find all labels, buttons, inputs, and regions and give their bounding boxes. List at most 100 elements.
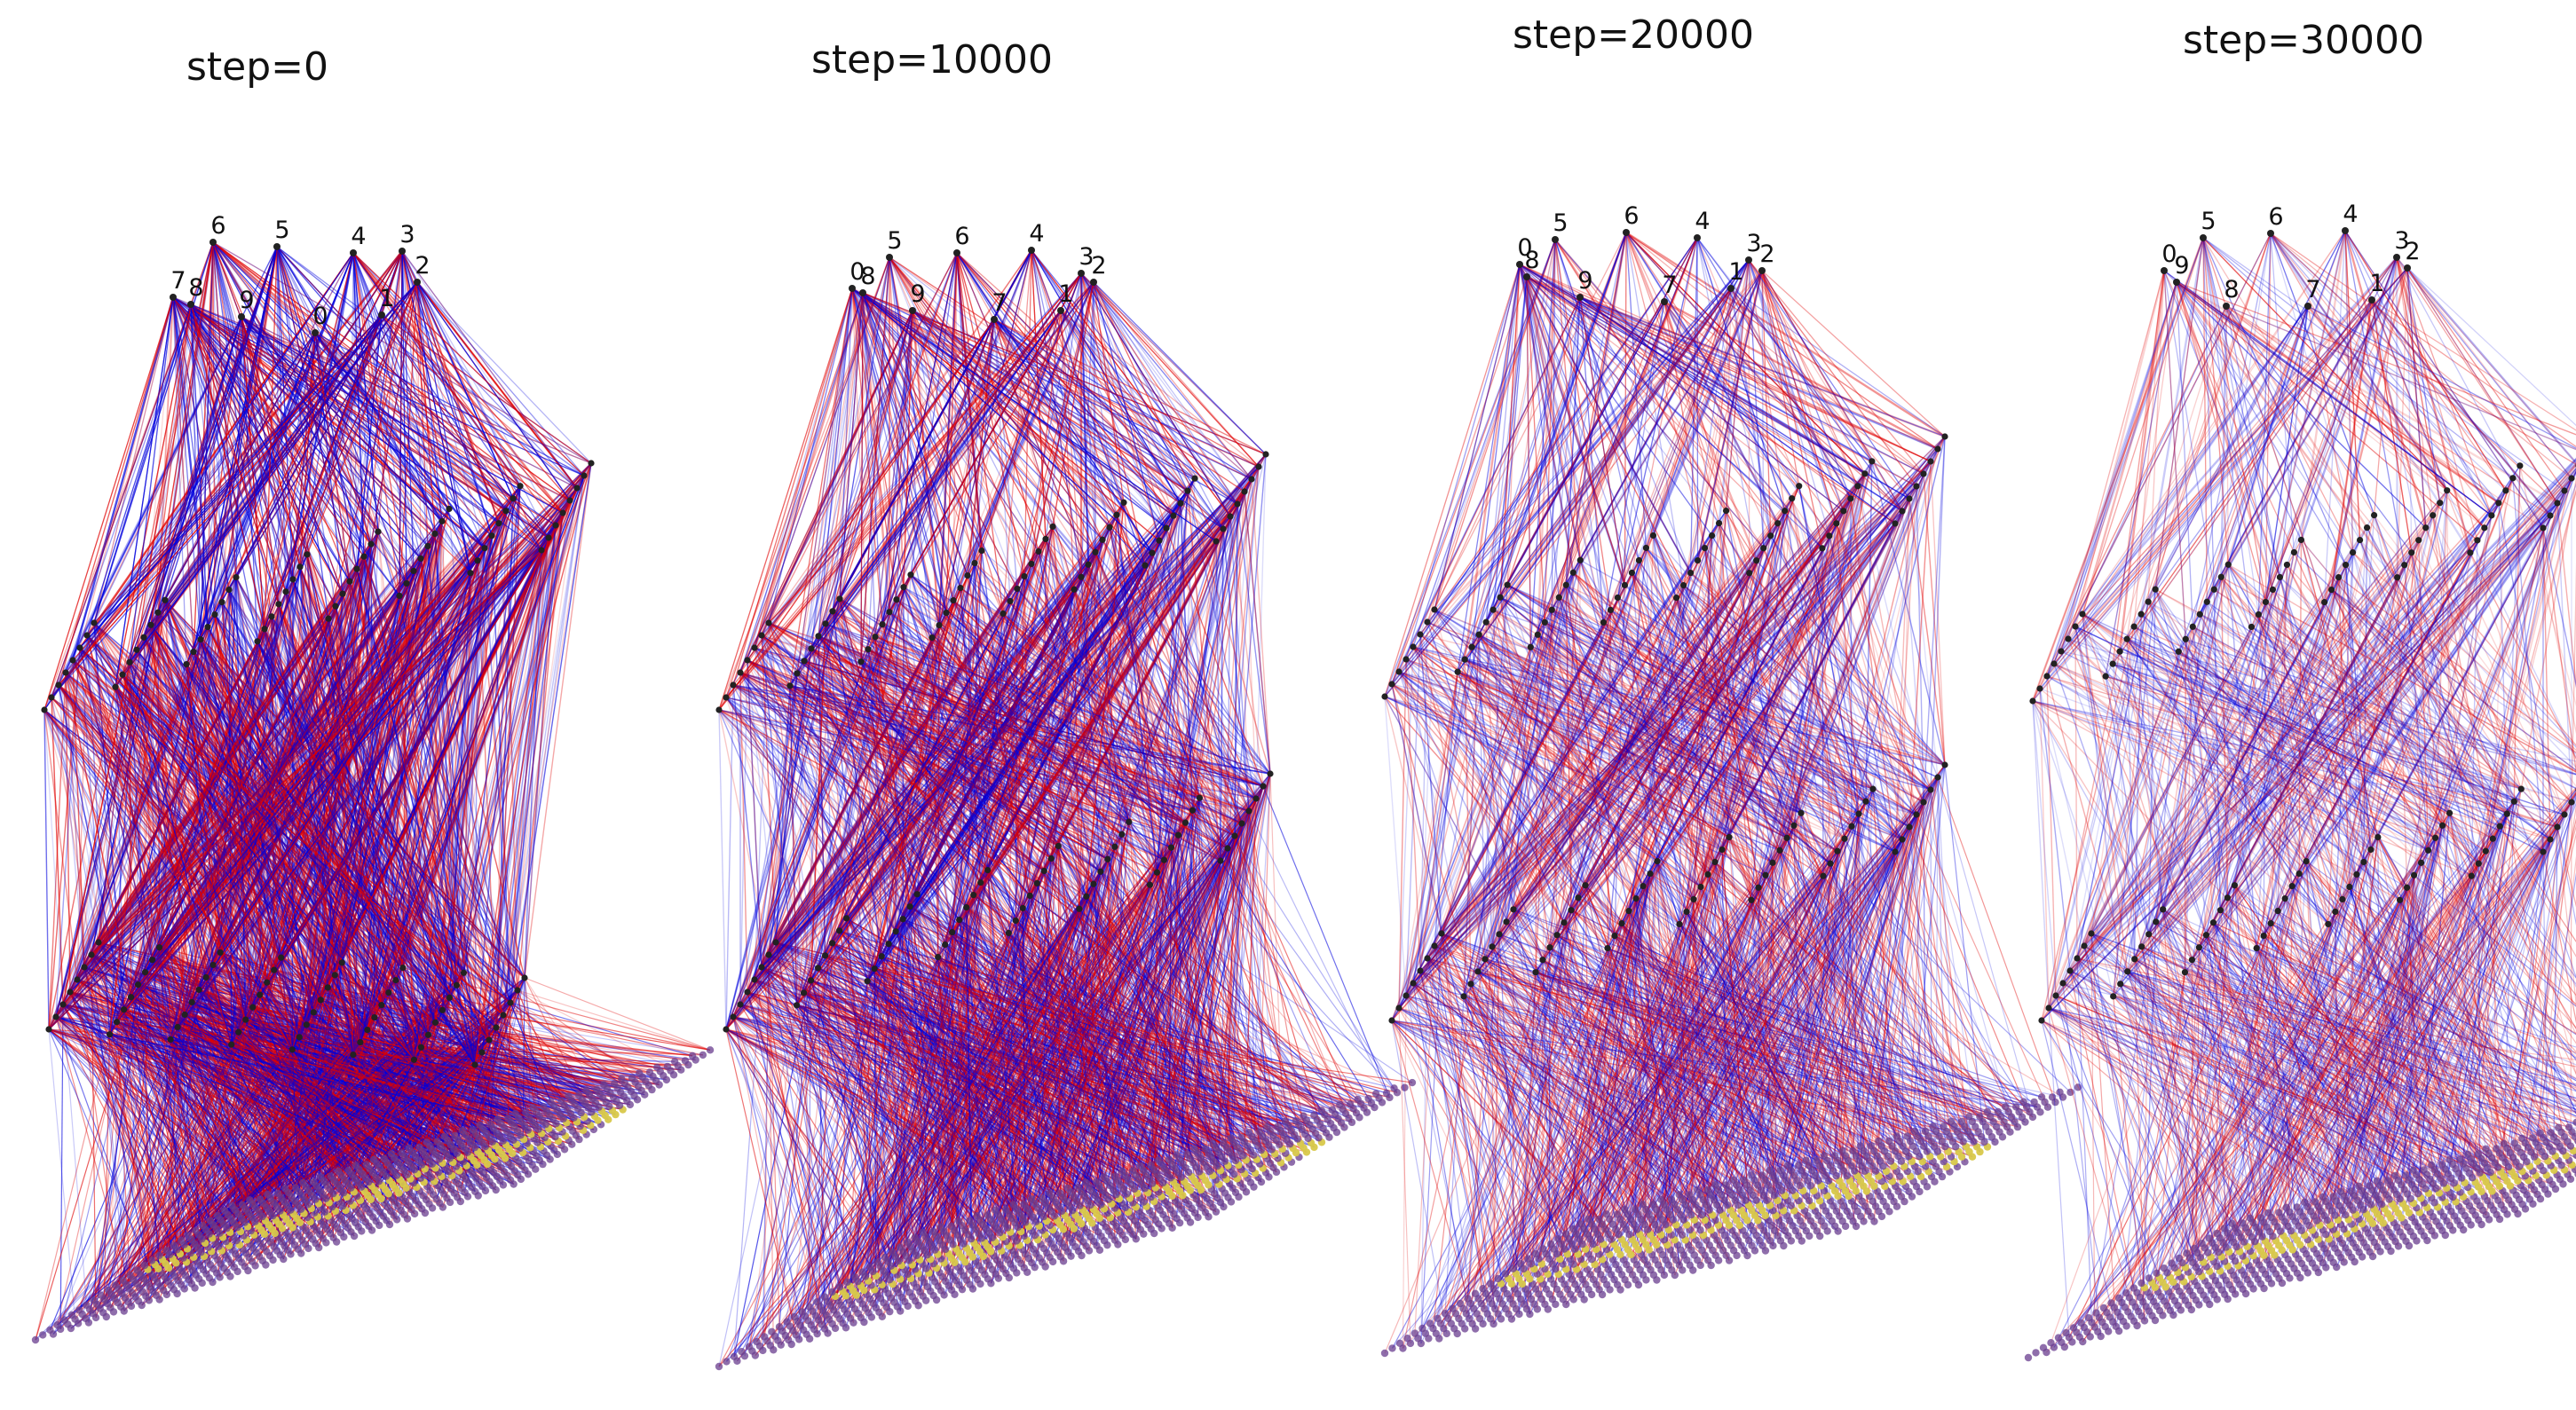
input-node: [458, 1127, 466, 1135]
input-node: [423, 1138, 431, 1146]
hidden-node: [424, 542, 431, 550]
hidden-node: [507, 999, 514, 1006]
hidden-node: [521, 974, 528, 981]
panel-title: step=10000: [811, 37, 1053, 83]
hidden-node: [195, 986, 202, 994]
hidden-node: [190, 648, 197, 656]
input-node: [653, 1063, 661, 1072]
input-node: [185, 1232, 193, 1240]
edge: [266, 981, 628, 1101]
input-node: [140, 1261, 149, 1270]
hidden-node: [514, 987, 521, 994]
hidden-node: [346, 578, 353, 585]
input-node: [119, 1276, 127, 1285]
output-label: 6: [210, 212, 225, 240]
input-node: [387, 1150, 396, 1158]
hidden-node: [493, 1024, 500, 1031]
hidden-node: [74, 976, 81, 983]
input-node: [213, 1211, 222, 1220]
hidden-node: [431, 1019, 439, 1026]
edge: [510, 1002, 693, 1057]
hidden-node: [204, 623, 211, 631]
hidden-node: [478, 1049, 486, 1056]
hidden-node: [396, 592, 403, 600]
edge: [91, 954, 196, 1232]
edge: [517, 989, 668, 1067]
hidden-node: [566, 497, 573, 504]
edge: [170, 989, 200, 1286]
hidden-node: [264, 979, 271, 986]
edge: [49, 1027, 178, 1331]
hidden-node: [495, 520, 502, 527]
input-node: [352, 1162, 360, 1170]
hidden-node: [67, 989, 74, 996]
input-node: [264, 1190, 272, 1199]
hidden-node: [183, 660, 190, 668]
edge: [170, 1039, 195, 1244]
hidden-node: [282, 588, 289, 595]
hidden-node: [332, 603, 339, 610]
input-node: [699, 1051, 707, 1059]
edge: [83, 966, 193, 1284]
input-node: [299, 1178, 307, 1187]
hidden-node: [83, 632, 91, 639]
hidden-node: [217, 949, 224, 957]
hidden-node: [278, 954, 285, 961]
input-node: [39, 1331, 47, 1339]
hidden-node: [303, 1021, 310, 1028]
hidden-node: [375, 528, 382, 535]
edge: [55, 1016, 181, 1255]
input-node: [670, 1058, 679, 1066]
connection-edges: [35, 241, 711, 1341]
edge: [231, 1044, 335, 1181]
hidden-node: [304, 551, 311, 558]
edge: [43, 709, 50, 1030]
hidden-node: [127, 994, 135, 1001]
output-node: [312, 329, 319, 336]
hidden-node: [48, 694, 55, 701]
hidden-node: [338, 959, 345, 966]
input-node: [547, 1098, 555, 1107]
input-node: [565, 1092, 573, 1100]
hidden-node: [378, 1001, 385, 1009]
hidden-node: [371, 1013, 378, 1021]
hidden-node: [95, 939, 102, 946]
hidden-node: [545, 534, 552, 541]
edge: [83, 966, 168, 1296]
hidden-node: [167, 1036, 174, 1044]
hidden-node: [147, 621, 154, 628]
input-node: [309, 1178, 318, 1186]
input-node: [327, 1172, 336, 1180]
input-node: [645, 1068, 654, 1076]
input-node: [362, 1161, 370, 1169]
hidden-node: [403, 579, 410, 587]
hidden-node: [271, 966, 278, 973]
hidden-node: [410, 567, 417, 575]
hidden-node: [431, 530, 439, 538]
hidden-node: [155, 944, 163, 951]
hidden-node: [446, 994, 454, 1001]
hidden-node: [211, 610, 218, 618]
hidden-node: [254, 638, 261, 645]
hidden-node: [235, 1028, 242, 1036]
input-node: [582, 1086, 590, 1095]
output-label: 0: [312, 303, 328, 330]
input-node: [706, 1046, 715, 1054]
hidden-node: [460, 969, 468, 976]
output-node: [187, 301, 194, 308]
hidden-node: [62, 669, 69, 676]
hidden-node: [59, 1001, 67, 1008]
edge: [103, 1034, 111, 1300]
hidden-node: [486, 1036, 493, 1044]
input-node: [476, 1121, 484, 1130]
edge: [510, 1002, 632, 1092]
edge: [474, 1064, 606, 1103]
hidden-node: [350, 1051, 357, 1059]
input-node: [206, 1217, 214, 1225]
hidden-node: [289, 576, 296, 583]
output-label: 3: [399, 221, 415, 248]
input-node: [440, 1132, 448, 1141]
hidden-node: [69, 657, 76, 664]
